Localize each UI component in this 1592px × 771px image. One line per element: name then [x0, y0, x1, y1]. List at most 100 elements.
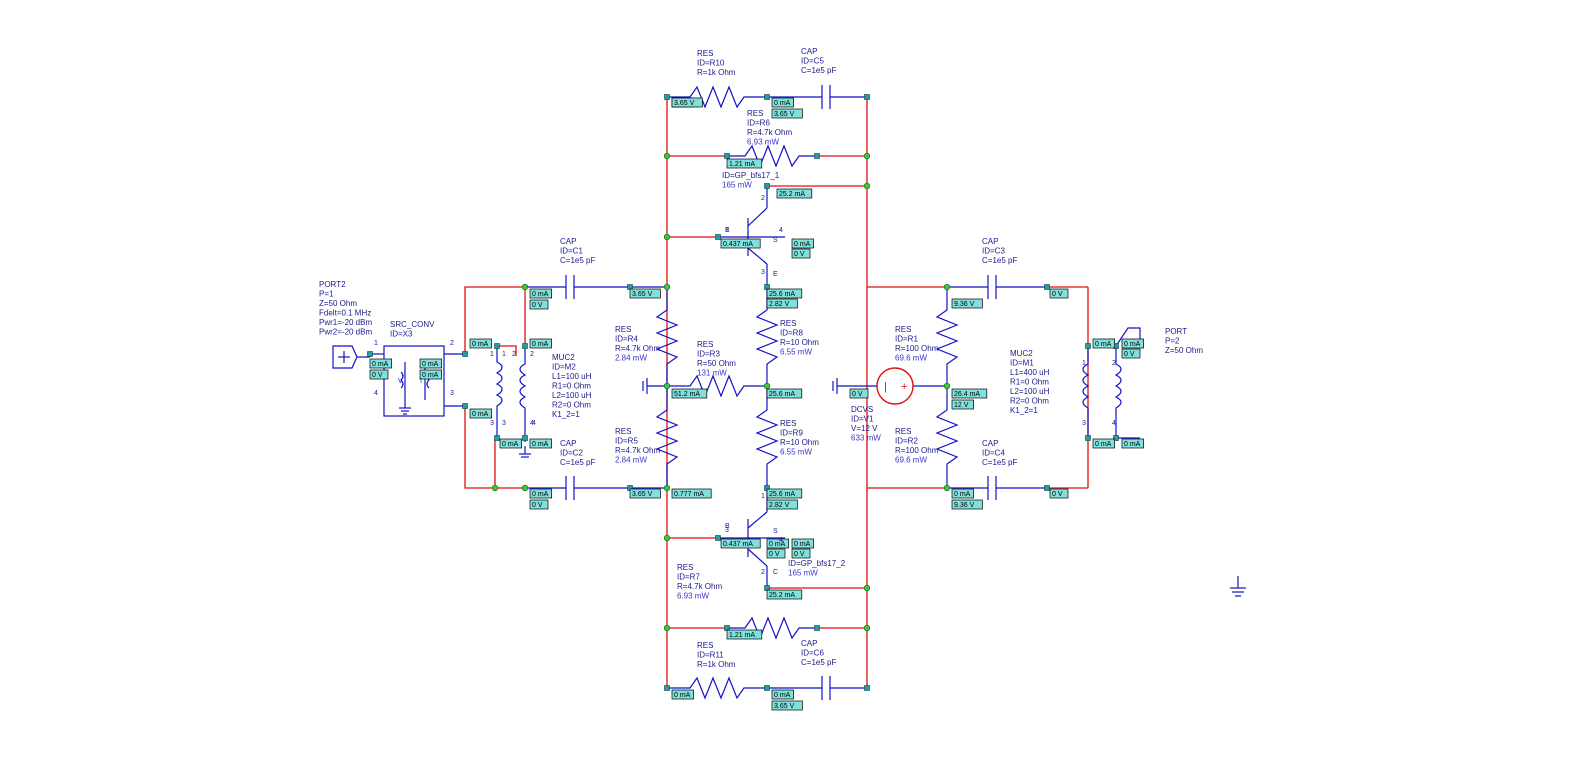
label-line: PORT2	[319, 280, 346, 289]
value-annotation: 0 V	[529, 299, 549, 310]
annotation-text: 0 mA	[1124, 441, 1141, 448]
pin-label: 1	[490, 351, 494, 358]
junction-node	[663, 484, 671, 492]
label-line: L1=400 uH	[1010, 368, 1050, 377]
value-annotation: 0 mA	[791, 538, 814, 549]
pin-terminal	[1044, 284, 1050, 290]
annotation-text: 0 mA	[1095, 341, 1112, 348]
annotation-text: 3.65 V	[632, 291, 653, 298]
value-annotation: 1.21 mA	[726, 629, 763, 640]
junction-node	[663, 624, 671, 632]
junction-node	[491, 484, 499, 492]
label-line: C=1e5 pF	[982, 458, 1017, 467]
annotation-text: 0 mA	[472, 411, 489, 418]
label-line: RES	[697, 340, 713, 349]
junction-node	[943, 283, 951, 291]
pin-label: 2	[761, 569, 765, 576]
label-line: CAP	[801, 47, 817, 56]
dcvs-symbol[interactable]	[876, 367, 914, 405]
pin-label: 4	[779, 227, 783, 234]
pin-label: B	[725, 523, 730, 530]
junction-node	[863, 152, 871, 160]
value-annotation: 25.2 mA	[776, 188, 813, 199]
pin-terminal	[764, 685, 770, 691]
junction-node	[943, 484, 951, 492]
annotation-text: 2.82 V	[769, 502, 790, 509]
label-line: RES	[895, 325, 911, 334]
pin-terminal	[764, 183, 770, 189]
power-value: 633 mW	[851, 434, 881, 443]
label-line: ID=R11	[697, 651, 724, 660]
value-annotation: 0 mA	[791, 238, 814, 249]
label-line: SRC_CONV	[390, 320, 435, 329]
label-line: Z=50 Ohm	[1165, 346, 1203, 355]
value-annotation: 0 mA	[529, 338, 552, 349]
annotation-text: 0 mA	[372, 361, 389, 368]
label-line: ID=C3	[982, 247, 1005, 256]
annotation-text: 1.21 mA	[729, 632, 755, 639]
pin-terminal	[724, 153, 730, 159]
annotation-text: 25.6 mA	[769, 391, 795, 398]
value-annotation: 0 mA	[1092, 438, 1115, 449]
label-line: Pwr2=-20 dBm	[319, 328, 372, 337]
label-line: RES	[615, 325, 631, 334]
annotation-text: 0.777 mA	[674, 491, 704, 498]
label-line: CAP	[801, 639, 817, 648]
label-line: ID=X3	[390, 330, 413, 339]
value-annotation: 0 V	[791, 548, 811, 559]
pin-label: I	[420, 378, 422, 385]
label-line: R2=0 Ohm	[552, 401, 591, 410]
junction-node	[763, 382, 771, 390]
value-annotation: 0 mA	[369, 358, 392, 369]
label-line: ID=R5	[615, 437, 638, 446]
label-line: Fdelt=0.1 MHz	[319, 309, 371, 318]
pin-label: 3	[450, 390, 454, 397]
label-line: R2=0 Ohm	[1010, 397, 1049, 406]
junction-node	[943, 382, 951, 390]
annotation-text: 0 V	[794, 551, 805, 558]
label-line: R=10 Ohm	[780, 338, 819, 347]
value-annotation: 3.65 V	[629, 288, 661, 299]
label-line: ID=R2	[895, 437, 918, 446]
value-annotation: 25.6 mA	[766, 488, 803, 499]
pin-label: 4	[530, 420, 534, 427]
pin-terminal	[814, 153, 820, 159]
label-line: RES	[780, 319, 796, 328]
pin-terminal	[664, 685, 670, 691]
pin-label: 2	[530, 351, 534, 358]
value-annotation: 0 V	[766, 548, 786, 559]
value-annotation: 26.4 mA	[951, 388, 988, 399]
label-line: C=1e5 pF	[982, 256, 1017, 265]
label-line: ID=R6	[747, 119, 770, 128]
label-line: ID=R9	[780, 429, 803, 438]
label-line: P=2	[1165, 337, 1180, 346]
value-annotation: 9.36 V	[951, 298, 983, 309]
